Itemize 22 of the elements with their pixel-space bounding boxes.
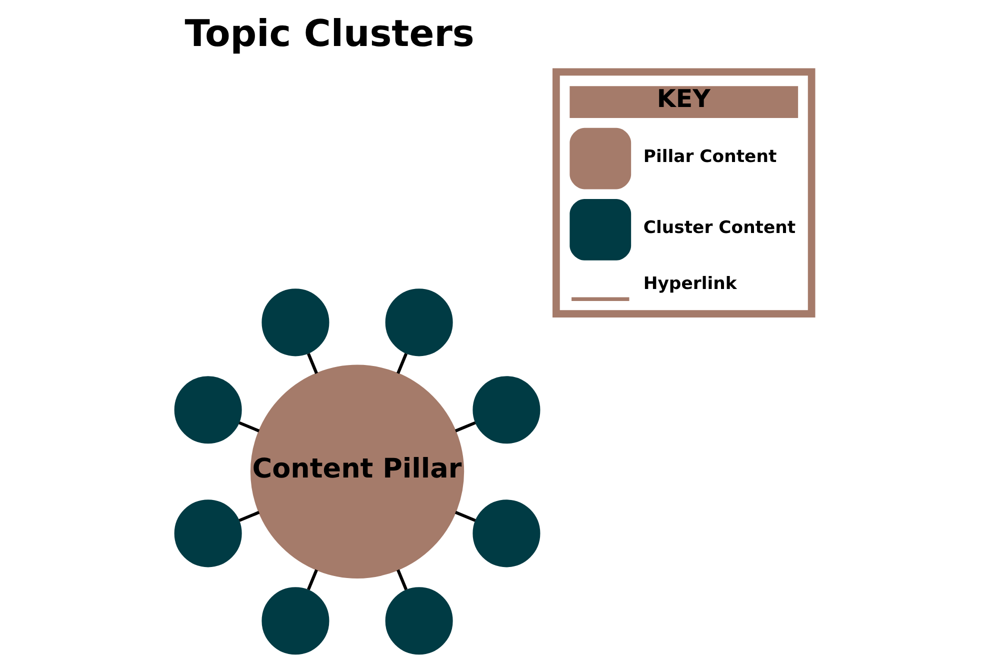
connector bbox=[306, 353, 318, 374]
connector bbox=[454, 421, 476, 432]
legend-label: Cluster Content bbox=[643, 218, 796, 238]
node-circle bbox=[262, 288, 330, 356]
legend-label: Hyperlink bbox=[643, 274, 737, 294]
connector bbox=[238, 510, 260, 522]
connector bbox=[396, 569, 408, 590]
connector bbox=[454, 510, 476, 522]
connector bbox=[306, 569, 318, 590]
node-circle bbox=[385, 288, 453, 356]
node-circle bbox=[174, 500, 242, 568]
label: KEY bbox=[656, 84, 710, 113]
connector bbox=[396, 353, 408, 374]
node-circle bbox=[385, 587, 453, 655]
node-circle: Content Pillar bbox=[250, 364, 464, 578]
node-circle bbox=[472, 376, 540, 444]
node-circle bbox=[174, 376, 242, 444]
node-circle bbox=[472, 500, 540, 568]
legend-label: Pillar Content bbox=[643, 146, 777, 167]
node-circle bbox=[262, 587, 330, 655]
connector bbox=[238, 421, 260, 432]
diagram-title: Topic Clusters bbox=[184, 12, 474, 56]
